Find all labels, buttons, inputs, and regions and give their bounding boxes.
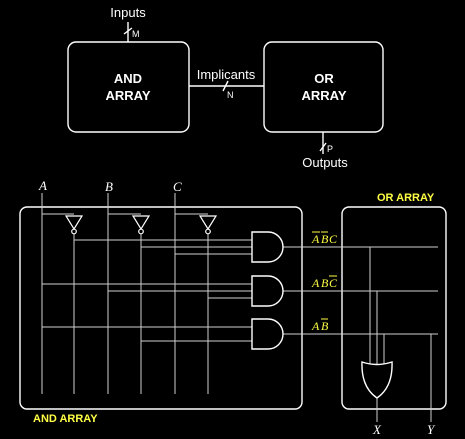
p2-letter-a: A <box>311 276 320 290</box>
or-array-region <box>341 206 447 410</box>
outputs-bus-width: P <box>327 144 333 154</box>
or-array-block <box>263 41 384 133</box>
p1-letter-c: C <box>329 232 338 246</box>
or-array-title-1: OR <box>314 71 334 86</box>
output-label-y: Y <box>427 422 436 437</box>
inputs-bus-slash <box>123 27 133 35</box>
input-label-b: B <box>105 179 113 194</box>
implicants-bus-width: N <box>227 90 234 100</box>
outputs-bus-slash <box>319 142 327 152</box>
and-array-block <box>67 41 190 133</box>
or-array-label: OR ARRAY <box>377 192 435 204</box>
p1-letter-a: A <box>311 232 320 246</box>
p3-letter-a: A <box>311 319 320 333</box>
outputs-label: Outputs <box>302 155 348 170</box>
or-array-title-2: ARRAY <box>301 88 346 103</box>
and-gate-2 <box>251 275 284 307</box>
p3-letter-b: B <box>321 319 329 333</box>
inputs-label: Inputs <box>110 5 146 20</box>
and-array-title-2: ARRAY <box>105 88 150 103</box>
and-gate-1 <box>251 231 284 263</box>
inverter-a-bubble <box>71 228 77 235</box>
p2-letter-b: B <box>321 276 329 290</box>
implicants-bus-slash <box>222 80 229 92</box>
and-array-region <box>19 206 303 410</box>
inverter-a <box>64 215 84 231</box>
product-term-2-label: A B C <box>311 275 338 290</box>
inverter-c-bubble <box>205 228 211 235</box>
implicants-label: Implicants <box>197 67 256 82</box>
p2-letter-c: C <box>329 276 338 290</box>
inverter-b <box>131 215 151 231</box>
output-label-x: X <box>372 422 382 437</box>
inverter-c <box>198 215 218 231</box>
and-array-title-1: AND <box>114 71 142 86</box>
product-term-3-label: A B <box>311 318 329 333</box>
or-gate-x <box>361 361 393 399</box>
p1-letter-b: B <box>321 232 329 246</box>
input-label-a: A <box>38 178 47 193</box>
block-diagram <box>67 22 384 154</box>
product-term-1-label: A B C <box>311 231 338 246</box>
and-gate-3 <box>251 318 284 350</box>
input-label-c: C <box>173 179 182 194</box>
and-array-label: AND ARRAY <box>33 413 98 425</box>
inverter-b-bubble <box>138 228 144 235</box>
inputs-bus-width: M <box>132 29 140 39</box>
